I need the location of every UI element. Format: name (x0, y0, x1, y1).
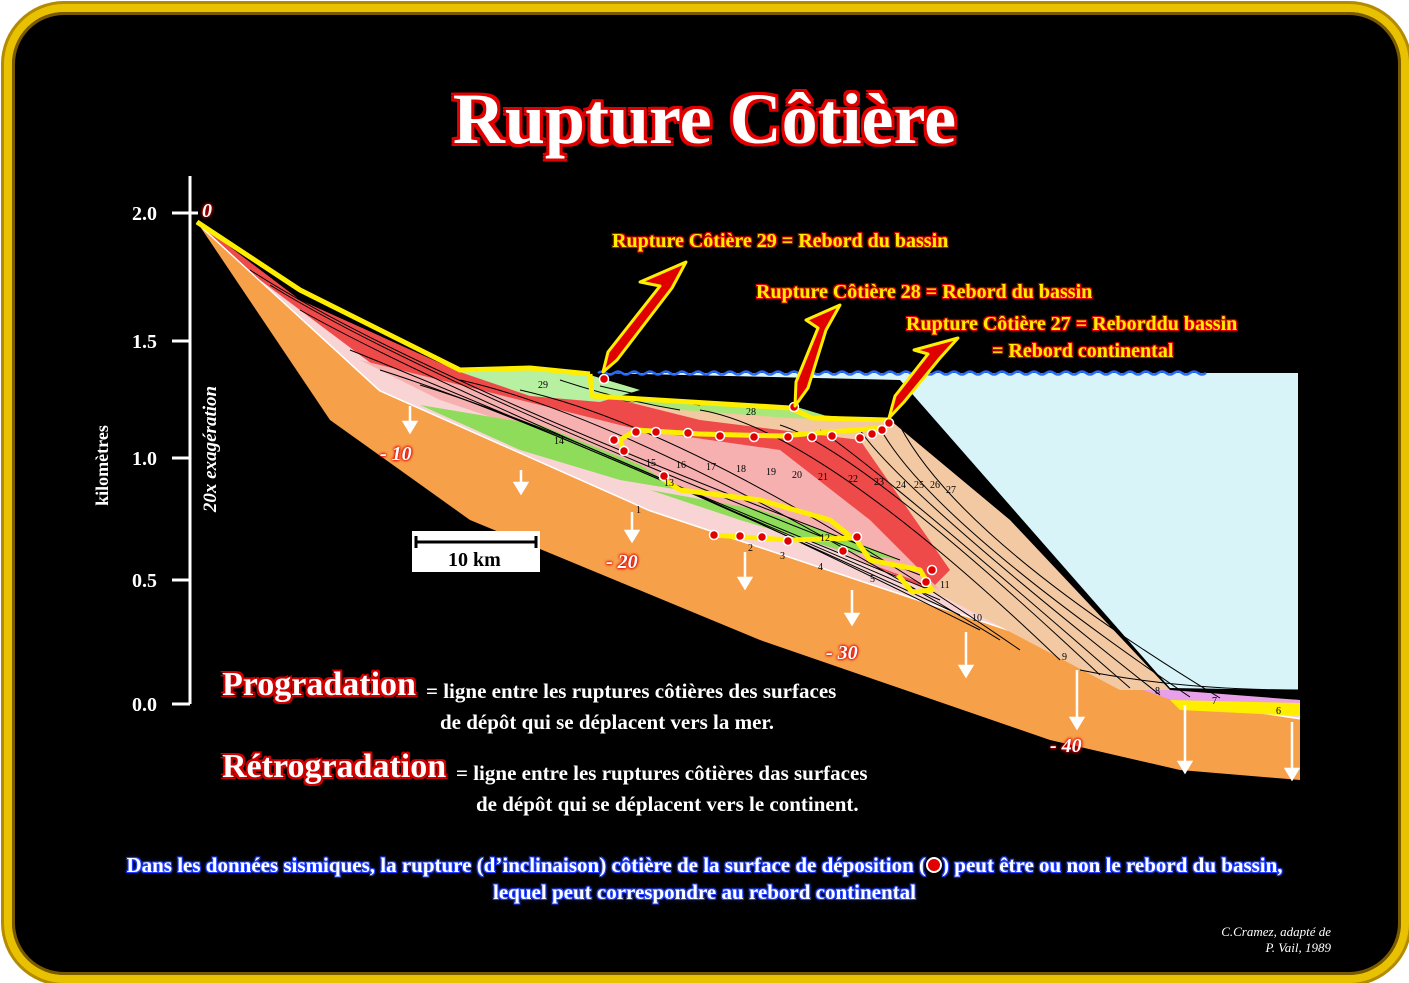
sequence-number: 13 (664, 478, 674, 489)
sequence-number: 4 (818, 562, 823, 573)
rupture-marker (658, 470, 670, 482)
sequence-number: 2 (748, 543, 753, 554)
callout-rupture-27-line2: = Rebord continental (992, 340, 1174, 362)
sequence-number: 21 (818, 472, 828, 483)
rupture-marker (876, 424, 888, 436)
sequence-number: 24 (896, 480, 906, 491)
yellow-unit-6 (1170, 700, 1300, 716)
sequence-number: 27 (946, 485, 956, 496)
sequence-number: 9 (1062, 652, 1067, 663)
rupture-marker (748, 431, 760, 443)
rupture-marker (854, 432, 866, 444)
scale-bar-box (412, 531, 540, 572)
retrogradation-definition-line1: = ligne entre les ruptures côtières das … (456, 761, 868, 785)
y-tick-label: 2.0 (132, 203, 157, 225)
sequence-number: 16 (676, 460, 686, 471)
sequence-number: 26 (930, 480, 940, 491)
footer-line1-start: Dans les données sismiques, la rupture (… (126, 853, 927, 877)
callout-arrows (601, 260, 960, 420)
time-marker: - 40 (1050, 735, 1082, 757)
sequence-number: 25 (914, 480, 924, 491)
subsidence-arrows (401, 406, 1301, 782)
page-title: Rupture Côtière (452, 79, 957, 159)
rupture-marker-27 (883, 417, 895, 429)
green-unit-29 (460, 368, 640, 402)
sequence-number: 23 (874, 477, 884, 488)
rupture-marker (756, 531, 768, 543)
rupture-marker (866, 428, 878, 440)
callout-rupture-27: Rupture Côtière 27 = Reborddu bassin (906, 313, 1238, 335)
credit-line2: P. Vail, 1989 (1265, 940, 1332, 955)
rupture-marker (782, 431, 794, 443)
rupture-marker (618, 445, 630, 457)
sequence-number: 11 (940, 580, 950, 591)
rupture-marker (806, 431, 818, 443)
rupture-marker (851, 531, 863, 543)
progradation-term: Progradation (222, 666, 416, 703)
rupture-marker (650, 426, 662, 438)
sequence-number: 5 (870, 574, 875, 585)
sea-level-label: niveau de la mer (1198, 358, 1281, 372)
progradation-definition-line2: de dépôt qui se déplacent vers la mer. (440, 710, 775, 734)
sequence-number: 10 (972, 613, 982, 624)
rupture-marker-29 (598, 373, 610, 385)
sequence-number: 18 (736, 464, 746, 475)
rupture-marker (926, 564, 938, 576)
callout-rupture-29: Rupture Côtière 29 = Rebord du bassin (612, 230, 949, 252)
sequence-number: 14 (554, 436, 564, 447)
sequence-number: 17 (706, 462, 716, 473)
footer-note: Dans les données sismiques, la rupture (… (0, 852, 1409, 906)
rupture-marker (608, 434, 620, 446)
sequence-number: 28 (746, 407, 756, 418)
rupture-marker (714, 430, 726, 442)
rupture-marker (837, 545, 849, 557)
sea-water (600, 373, 1298, 690)
rupture-marker (630, 426, 642, 438)
y-tick-label: 0.5 (132, 570, 157, 592)
sequence-number: 29 (538, 380, 548, 391)
progradation-definition-line1: = ligne entre les ruptures côtières des … (426, 679, 837, 703)
rupture-marker-icon (926, 857, 943, 873)
sequence-number: 3 (780, 551, 785, 562)
rupture-marker (826, 430, 838, 442)
exaggeration-label: 20x exagération (200, 385, 222, 513)
sequence-number: 7 (1212, 696, 1217, 707)
footer-line2: lequel peut correspondre au rebord conti… (493, 880, 916, 904)
y-axis-label: kilomètres (91, 425, 112, 506)
time-marker: - 10 (380, 443, 412, 465)
y-tick-label: 0.0 (132, 694, 157, 716)
retrogradation-term: Rétrogradation (222, 748, 447, 785)
time-marker: 0 (202, 200, 212, 222)
time-marker: - 30 (826, 642, 858, 664)
purple-unit (1050, 650, 1300, 712)
sequence-number: 20 (792, 470, 802, 481)
retrogradation-definition-line2: de dépôt qui se déplacent vers le contin… (476, 792, 859, 816)
rupture-marker (920, 576, 932, 588)
sequence-number: 8 (1155, 686, 1160, 697)
credit-line1: C.Cramez, adapté de (1221, 924, 1331, 939)
scale-bar-label: 10 km (448, 549, 501, 571)
credit: C.Cramez, adapté de P. Vail, 1989 (1221, 924, 1331, 956)
sequence-number: 12 (820, 533, 830, 544)
rupture-marker (682, 427, 694, 439)
basement-unit (197, 222, 1300, 780)
footer-line1-end: ) peut être ou non le rebord du bassin, (942, 853, 1283, 877)
y-axis (172, 176, 198, 706)
green-unit-14 (420, 405, 680, 490)
sequence-number: 6 (1276, 706, 1281, 717)
callout-rupture-28: Rupture Côtière 28 = Rebord du bassin (756, 281, 1093, 303)
rupture-marker (782, 535, 794, 547)
sequence-number: 22 (848, 474, 858, 485)
time-marker: - 20 (606, 551, 638, 573)
rupture-marker (734, 530, 746, 542)
rupture-marker (708, 529, 720, 541)
sequence-number: 1 (636, 505, 641, 516)
sequence-number: 19 (766, 467, 776, 478)
y-tick-label: 1.0 (132, 448, 157, 470)
sea-level-line (597, 370, 1207, 376)
sequence-number: 15 (646, 458, 656, 469)
y-tick-label: 1.5 (132, 331, 157, 353)
